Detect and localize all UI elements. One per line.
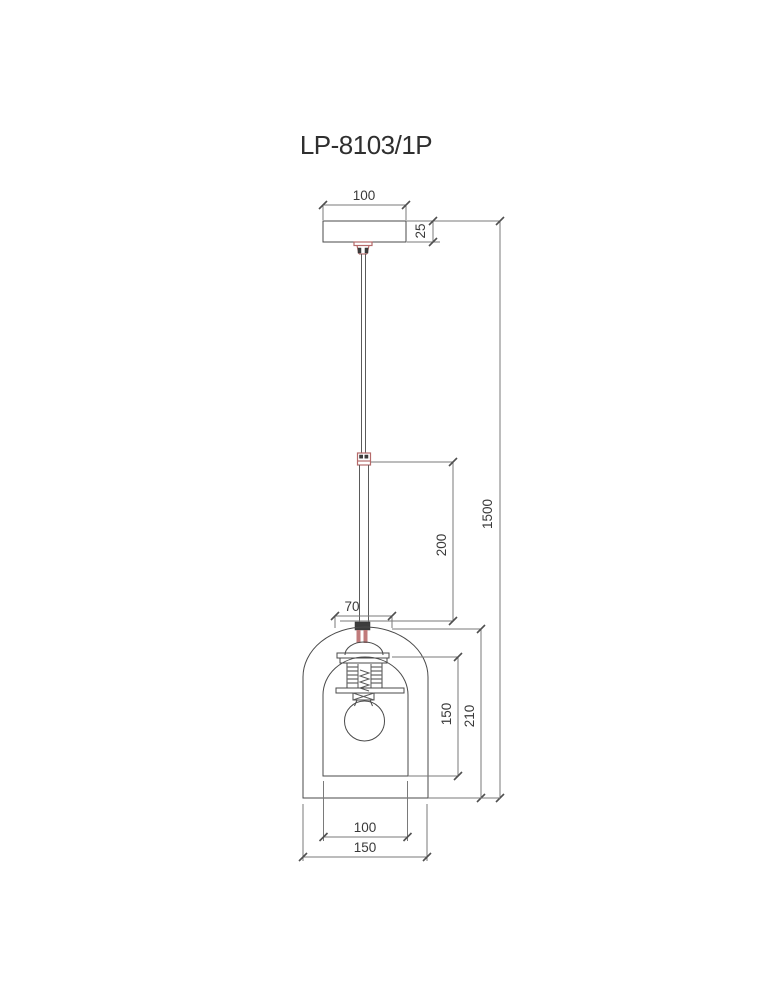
dim-label-shade-neck-width: 70 <box>344 599 359 614</box>
dim-label-overall-drop: 1500 <box>480 499 495 529</box>
dim-overall-drop: 1500 <box>480 216 505 803</box>
light-bulb <box>344 699 385 742</box>
dim-label-outer-shade-width: 150 <box>354 840 377 855</box>
cord-grip <box>353 241 373 255</box>
socket-bottom-cap <box>352 692 375 701</box>
dim-canopy-height: 25 <box>413 216 438 247</box>
ceiling-canopy <box>322 220 500 243</box>
dim-canopy-width: 100 <box>318 188 411 220</box>
dim-inner-shade-height: 150 <box>392 652 463 781</box>
shade-fitter-cap <box>354 621 371 631</box>
dim-outer-shade-width: 150 <box>298 804 432 862</box>
model-number-title: LP-8103/1P <box>299 130 433 160</box>
cable-connector <box>356 452 372 466</box>
outer-glass-shade <box>302 626 429 799</box>
inner-glass-shade <box>322 656 409 777</box>
dim-label-rod-length: 200 <box>434 534 449 557</box>
dim-label-canopy-height: 25 <box>413 223 428 238</box>
dim-shade-neck-width: 70 <box>330 599 397 628</box>
suspension-cable <box>361 254 366 453</box>
suspension-rod <box>359 465 369 623</box>
dim-label-inner-shade-width: 100 <box>354 820 377 835</box>
lamp-socket <box>335 641 405 701</box>
dim-label-outer-shade-height: 210 <box>462 705 477 728</box>
dim-label-inner-shade-height: 150 <box>439 703 454 726</box>
shade-neck-red-sleeve <box>356 630 368 643</box>
dim-inner-shade-width: 100 <box>318 781 413 842</box>
dim-label-canopy-width: 100 <box>353 188 376 203</box>
dim-rod-length: 200 <box>340 457 458 626</box>
